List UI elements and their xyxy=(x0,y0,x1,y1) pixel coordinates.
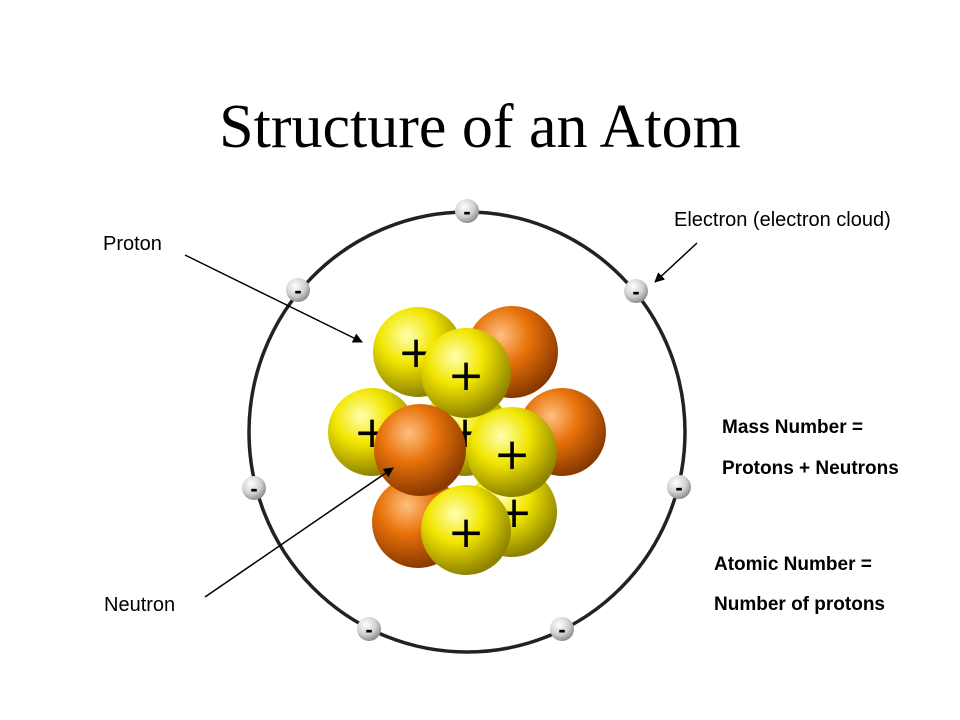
electron: - xyxy=(286,278,310,303)
electron-minus-sign: - xyxy=(558,617,565,642)
electron: - xyxy=(242,476,266,501)
atomic-number-formula: Number of protons xyxy=(714,594,885,615)
electron-minus-sign: - xyxy=(250,476,257,501)
proton-label: Proton xyxy=(103,233,162,255)
proton-plus-sign: + xyxy=(448,350,485,401)
electron-minus-sign: - xyxy=(365,617,372,642)
proton-arrow xyxy=(184,254,363,343)
proton-ball: + xyxy=(421,328,511,418)
electron-minus-sign: - xyxy=(463,199,470,224)
electron: - xyxy=(624,279,648,304)
nucleus: + + + + + + + xyxy=(328,306,606,575)
electron-minus-sign: - xyxy=(675,475,682,500)
neutron-label: Neutron xyxy=(104,594,176,616)
electron: - xyxy=(455,199,479,224)
electron-minus-sign: - xyxy=(294,278,301,303)
electron-minus-sign: - xyxy=(632,279,639,304)
electron-arrow xyxy=(654,242,698,283)
proton-ball: + xyxy=(421,485,511,575)
mass-number-formula: Protons + Neutrons xyxy=(722,458,899,479)
proton-ball: + xyxy=(467,407,557,497)
neutron-ball xyxy=(374,404,466,496)
electron: - xyxy=(357,617,381,642)
diagram-title: Structure of an Atom xyxy=(219,93,741,161)
electron-label: Electron (electron cloud) xyxy=(674,209,891,231)
proton-plus-sign: + xyxy=(494,429,531,480)
neutron-arrow xyxy=(204,467,394,598)
proton-plus-sign: + xyxy=(448,507,485,558)
atomic-number-heading: Atomic Number = xyxy=(714,554,872,575)
electron: - xyxy=(667,475,691,500)
mass-number-heading: Mass Number = xyxy=(722,417,863,438)
electron: - xyxy=(550,617,574,642)
